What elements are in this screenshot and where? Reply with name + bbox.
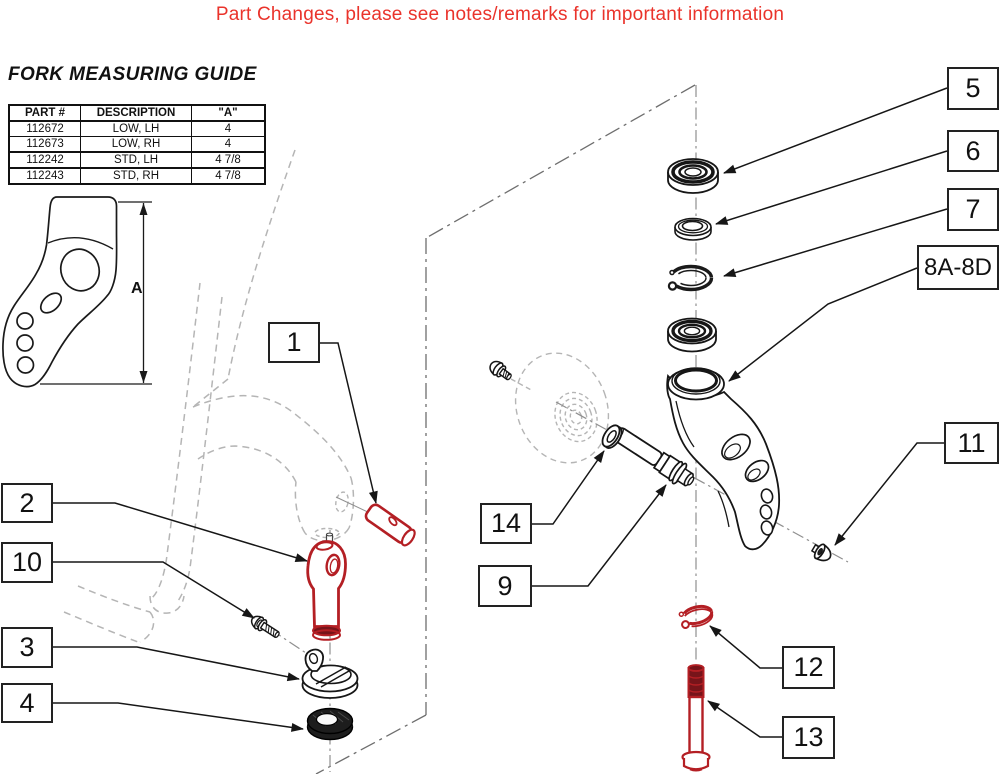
callout-8a-8d: 8A-8D <box>917 245 999 290</box>
boundary-phantom-lines <box>315 84 696 774</box>
stem-pin-highlighted <box>364 503 416 547</box>
callout-4: 4 <box>1 683 53 723</box>
table-cell: 112672 <box>8 120 81 137</box>
fork-stem-highlighted <box>306 532 347 641</box>
bearing-upper <box>667 158 719 194</box>
washer-thin <box>674 217 712 241</box>
callout-3: 3 <box>1 627 53 668</box>
callout-10: 10 <box>1 542 53 583</box>
col-header-part: PART # <box>8 104 81 122</box>
callout-7: 7 <box>947 188 999 231</box>
stem-screw <box>250 615 280 639</box>
table-cell: LOW, RH <box>80 136 192 153</box>
callout-14: 14 <box>480 503 532 544</box>
callout-5: 5 <box>947 67 999 110</box>
dimension-a <box>40 201 152 385</box>
notice-banner: Part Changes, please see notes/remarks f… <box>215 4 785 25</box>
callout-13: 13 <box>782 716 835 759</box>
phantom-caster-wheel <box>335 352 610 513</box>
callout-9: 9 <box>478 565 532 607</box>
dimension-a-label: A <box>131 280 143 297</box>
table-cell: 4 7/8 <box>191 151 266 169</box>
callout-6: 6 <box>947 130 999 172</box>
table-cell: STD, LH <box>80 151 192 169</box>
table-cell: 4 7/8 <box>191 167 266 185</box>
bearing-lower <box>667 317 717 353</box>
callout-12: 12 <box>782 646 835 689</box>
button-screw <box>810 543 832 562</box>
table-cell: 112243 <box>8 167 81 185</box>
table-cell: STD, RH <box>80 167 192 185</box>
table-header-row: PART # DESCRIPTION "A" <box>8 104 266 122</box>
table-cell: 112242 <box>8 151 81 169</box>
stem-cap <box>301 648 359 699</box>
callout-11: 11 <box>944 422 999 464</box>
col-header-a: "A" <box>191 104 266 122</box>
phantom-frame-arm <box>63 149 355 643</box>
snap-ring <box>667 264 714 292</box>
fork-side-view-drawing <box>2 196 118 388</box>
wheel-hub-screw <box>489 360 512 381</box>
table-cell: 112673 <box>8 136 81 153</box>
callout-2: 2 <box>1 483 53 523</box>
leader-lines <box>53 87 948 738</box>
axle-washer <box>601 424 623 449</box>
table-cell: 4 <box>191 136 266 153</box>
bearing-washer-dark <box>306 707 354 741</box>
fork-measuring-guide-title: FORK MEASURING GUIDE <box>8 64 257 85</box>
callout-1: 1 <box>268 322 320 363</box>
axle-bolt <box>613 427 695 487</box>
axle-bolt-highlighted <box>681 664 711 772</box>
e-ring-highlighted <box>678 604 714 629</box>
caster-housing <box>666 367 781 551</box>
col-header-description: DESCRIPTION <box>80 104 192 122</box>
